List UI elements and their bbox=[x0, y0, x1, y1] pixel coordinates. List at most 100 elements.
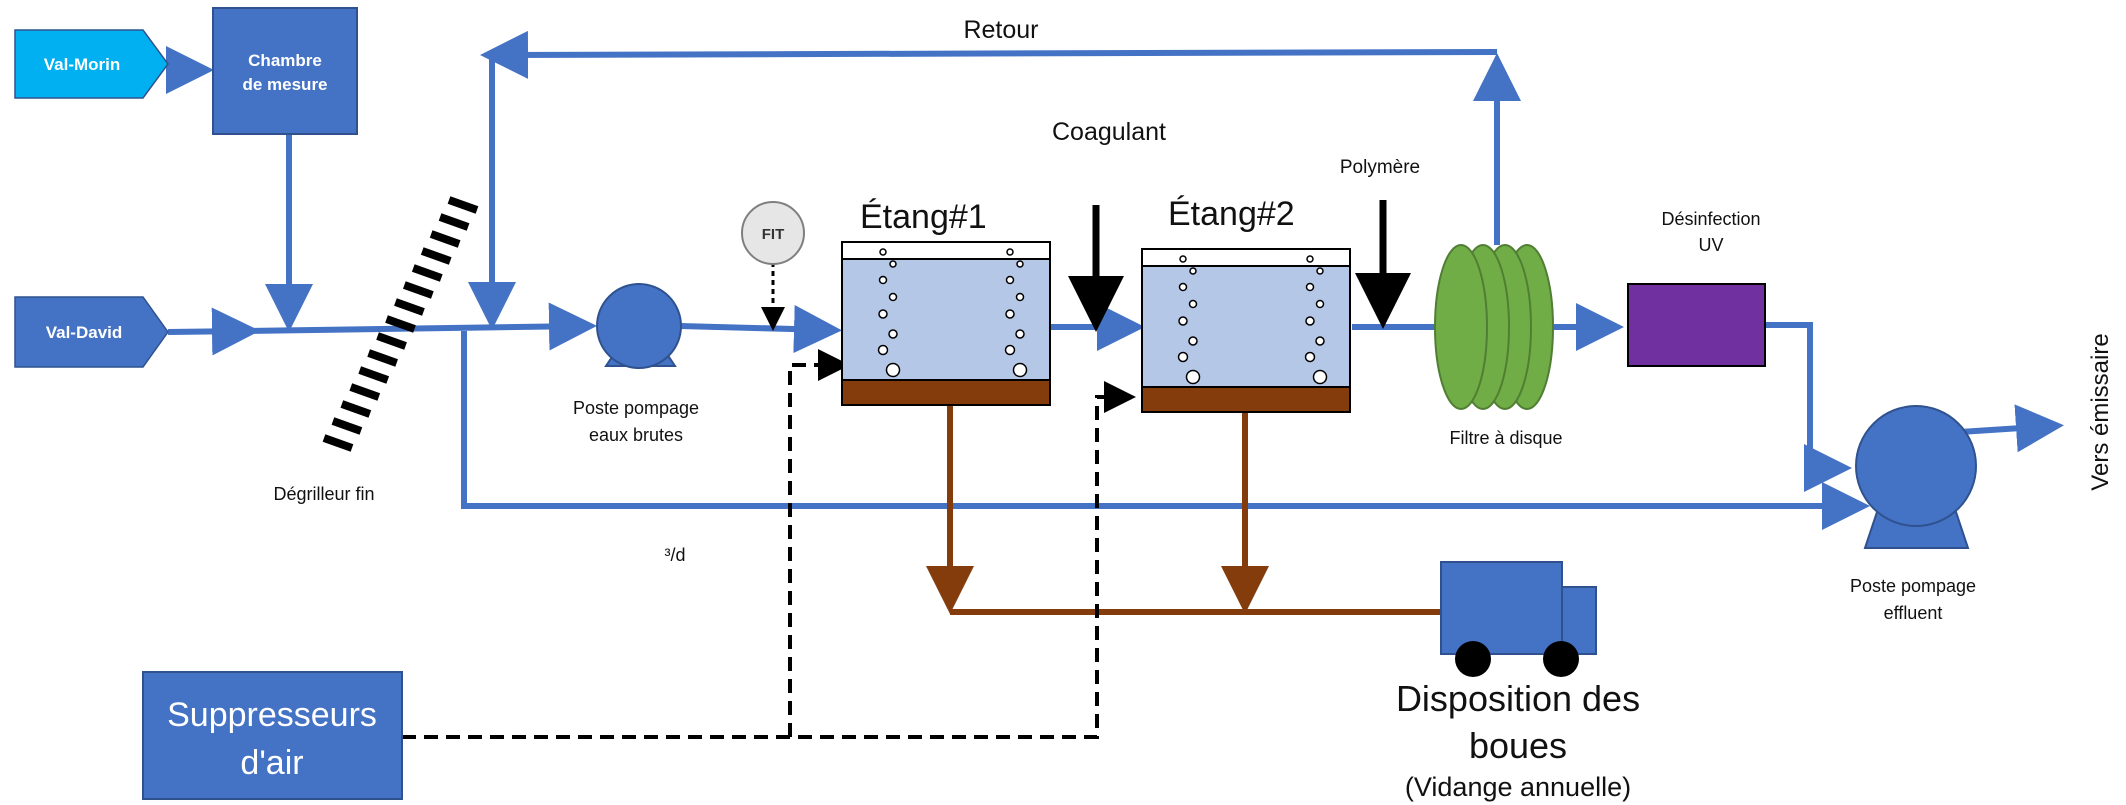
aeration-bubble bbox=[877, 344, 889, 356]
aeration-bubble bbox=[878, 309, 888, 319]
aeration-bubble bbox=[885, 362, 901, 378]
etang-2 bbox=[1141, 248, 1351, 413]
aeration-bubble bbox=[1016, 260, 1024, 268]
disposition-label-2: boues bbox=[1469, 725, 1567, 766]
aeration-bubble bbox=[1189, 267, 1197, 275]
aeration-bubble bbox=[1004, 344, 1016, 356]
pipe-uv-to-effluent-pump bbox=[1765, 322, 1852, 492]
aeration-bubble bbox=[1179, 255, 1187, 263]
pipe-pump-to-etang1 bbox=[679, 305, 842, 354]
aeration-bubble bbox=[1312, 369, 1328, 385]
aeration-bubble bbox=[1316, 267, 1324, 275]
val-morin-label: Val-Morin bbox=[44, 55, 121, 74]
bar-screen-slat bbox=[429, 230, 461, 248]
desinfection-label-1: Désinfection bbox=[1661, 209, 1760, 229]
bar-screen-slat bbox=[394, 298, 425, 316]
etang1-rim bbox=[841, 241, 1051, 260]
desinfection-label-2: UV bbox=[1698, 235, 1723, 255]
chambre-box bbox=[212, 7, 358, 135]
truck-wheel-front bbox=[1455, 641, 1491, 677]
aeration-bubble bbox=[1006, 248, 1014, 256]
polymere-label: Polymère bbox=[1340, 157, 1420, 178]
chambre-label-2: de mesure bbox=[242, 75, 327, 94]
aeration-bubble bbox=[1177, 351, 1189, 363]
truck-wheel-rear bbox=[1543, 641, 1579, 677]
aeration-bubble bbox=[1178, 316, 1188, 326]
effluent-pump-body bbox=[1855, 405, 1977, 527]
suppresseurs-label-2: d'air bbox=[240, 744, 303, 782]
bar-screen-slat bbox=[331, 417, 363, 435]
aeration-bubble bbox=[1315, 336, 1325, 346]
flow-unit-label: ³/d bbox=[664, 545, 685, 565]
poste-brutes-label-1: Poste pompage bbox=[573, 398, 699, 418]
effluent-pump-icon bbox=[1855, 405, 1977, 549]
pipe-bypass bbox=[461, 331, 1870, 530]
aeration-bubble bbox=[878, 275, 888, 285]
aeration-bubble bbox=[1306, 255, 1314, 263]
fit-label: FIT bbox=[762, 226, 785, 243]
etang2-rim bbox=[1141, 248, 1351, 267]
filtre-label: Filtre à disque bbox=[1449, 428, 1562, 448]
val-david-label: Val-David bbox=[46, 323, 123, 342]
aeration-bubble bbox=[879, 248, 887, 256]
val-morin-shape bbox=[14, 29, 169, 99]
pipe-main-to-pump bbox=[247, 302, 597, 351]
disk-filter-icon bbox=[1434, 244, 1554, 410]
bar-screen-slat bbox=[447, 196, 479, 214]
aeration-bubble bbox=[889, 260, 897, 268]
val-david-shape bbox=[14, 296, 169, 368]
uv-unit bbox=[1627, 283, 1766, 367]
pump-body bbox=[596, 283, 682, 369]
etang1-bubbles bbox=[877, 248, 1028, 378]
bar-screen-icon bbox=[322, 196, 479, 452]
coagulant-label: Coagulant bbox=[1052, 118, 1166, 146]
sludge-pipes bbox=[926, 405, 1440, 615]
fit-circle bbox=[741, 201, 805, 265]
etang1-sludge bbox=[841, 379, 1051, 406]
bar-screen-slat bbox=[322, 434, 354, 452]
aeration-bubble bbox=[1304, 351, 1316, 363]
truck-icon bbox=[1440, 561, 1597, 677]
truck-cargo bbox=[1440, 561, 1563, 655]
source-val-david: Val-David bbox=[14, 296, 169, 368]
aeration-bubble bbox=[1185, 369, 1201, 385]
etang2-water bbox=[1141, 265, 1351, 388]
retour-label: Retour bbox=[963, 16, 1038, 44]
pipe-val-david-main bbox=[167, 307, 260, 356]
bar-screen-slat bbox=[385, 315, 416, 333]
aeration-bubble bbox=[1005, 275, 1015, 285]
vers-emissaire-label: Vers émissaire bbox=[2087, 333, 2114, 490]
suppresseurs-air: Suppresseurs d'air bbox=[142, 671, 403, 800]
disposition-label-1: Disposition des bbox=[1396, 678, 1640, 719]
aeration-bubble bbox=[1305, 316, 1315, 326]
aeration-bubble bbox=[1305, 282, 1315, 292]
bar-screen-slat bbox=[376, 332, 407, 350]
etang2-label: Étang#2 bbox=[1168, 195, 1295, 233]
air-lines bbox=[402, 349, 1136, 739]
bar-screen-slat bbox=[349, 383, 381, 401]
bar-screen-slat bbox=[367, 349, 398, 367]
flow-meter-icon: FIT bbox=[741, 201, 805, 265]
air-line-main bbox=[402, 381, 1136, 739]
bar-screen-slat bbox=[438, 213, 470, 231]
pipe-effluent-to-emissaire bbox=[1959, 404, 2064, 453]
aeration-bubble bbox=[1315, 299, 1325, 309]
etang1-water bbox=[841, 258, 1051, 381]
poste-effluent-label-2: effluent bbox=[1884, 603, 1943, 623]
aeration-bubble bbox=[1178, 282, 1188, 292]
suppresseurs-box bbox=[142, 671, 403, 800]
aeration-bubble bbox=[888, 292, 898, 302]
bar-screen-slat bbox=[411, 264, 443, 282]
bar-screen-slat bbox=[420, 247, 452, 265]
pipe-return-top bbox=[480, 30, 1498, 79]
aeration-bubble bbox=[1188, 336, 1198, 346]
bar-screen-slat bbox=[358, 366, 390, 384]
degrilleur-label: Dégrilleur fin bbox=[273, 484, 374, 504]
aeration-bubble bbox=[888, 329, 898, 339]
aeration-bubble bbox=[1005, 309, 1015, 319]
bar-screen-slat bbox=[403, 281, 434, 299]
aeration-bubble bbox=[1188, 299, 1198, 309]
etang-1 bbox=[841, 241, 1051, 406]
